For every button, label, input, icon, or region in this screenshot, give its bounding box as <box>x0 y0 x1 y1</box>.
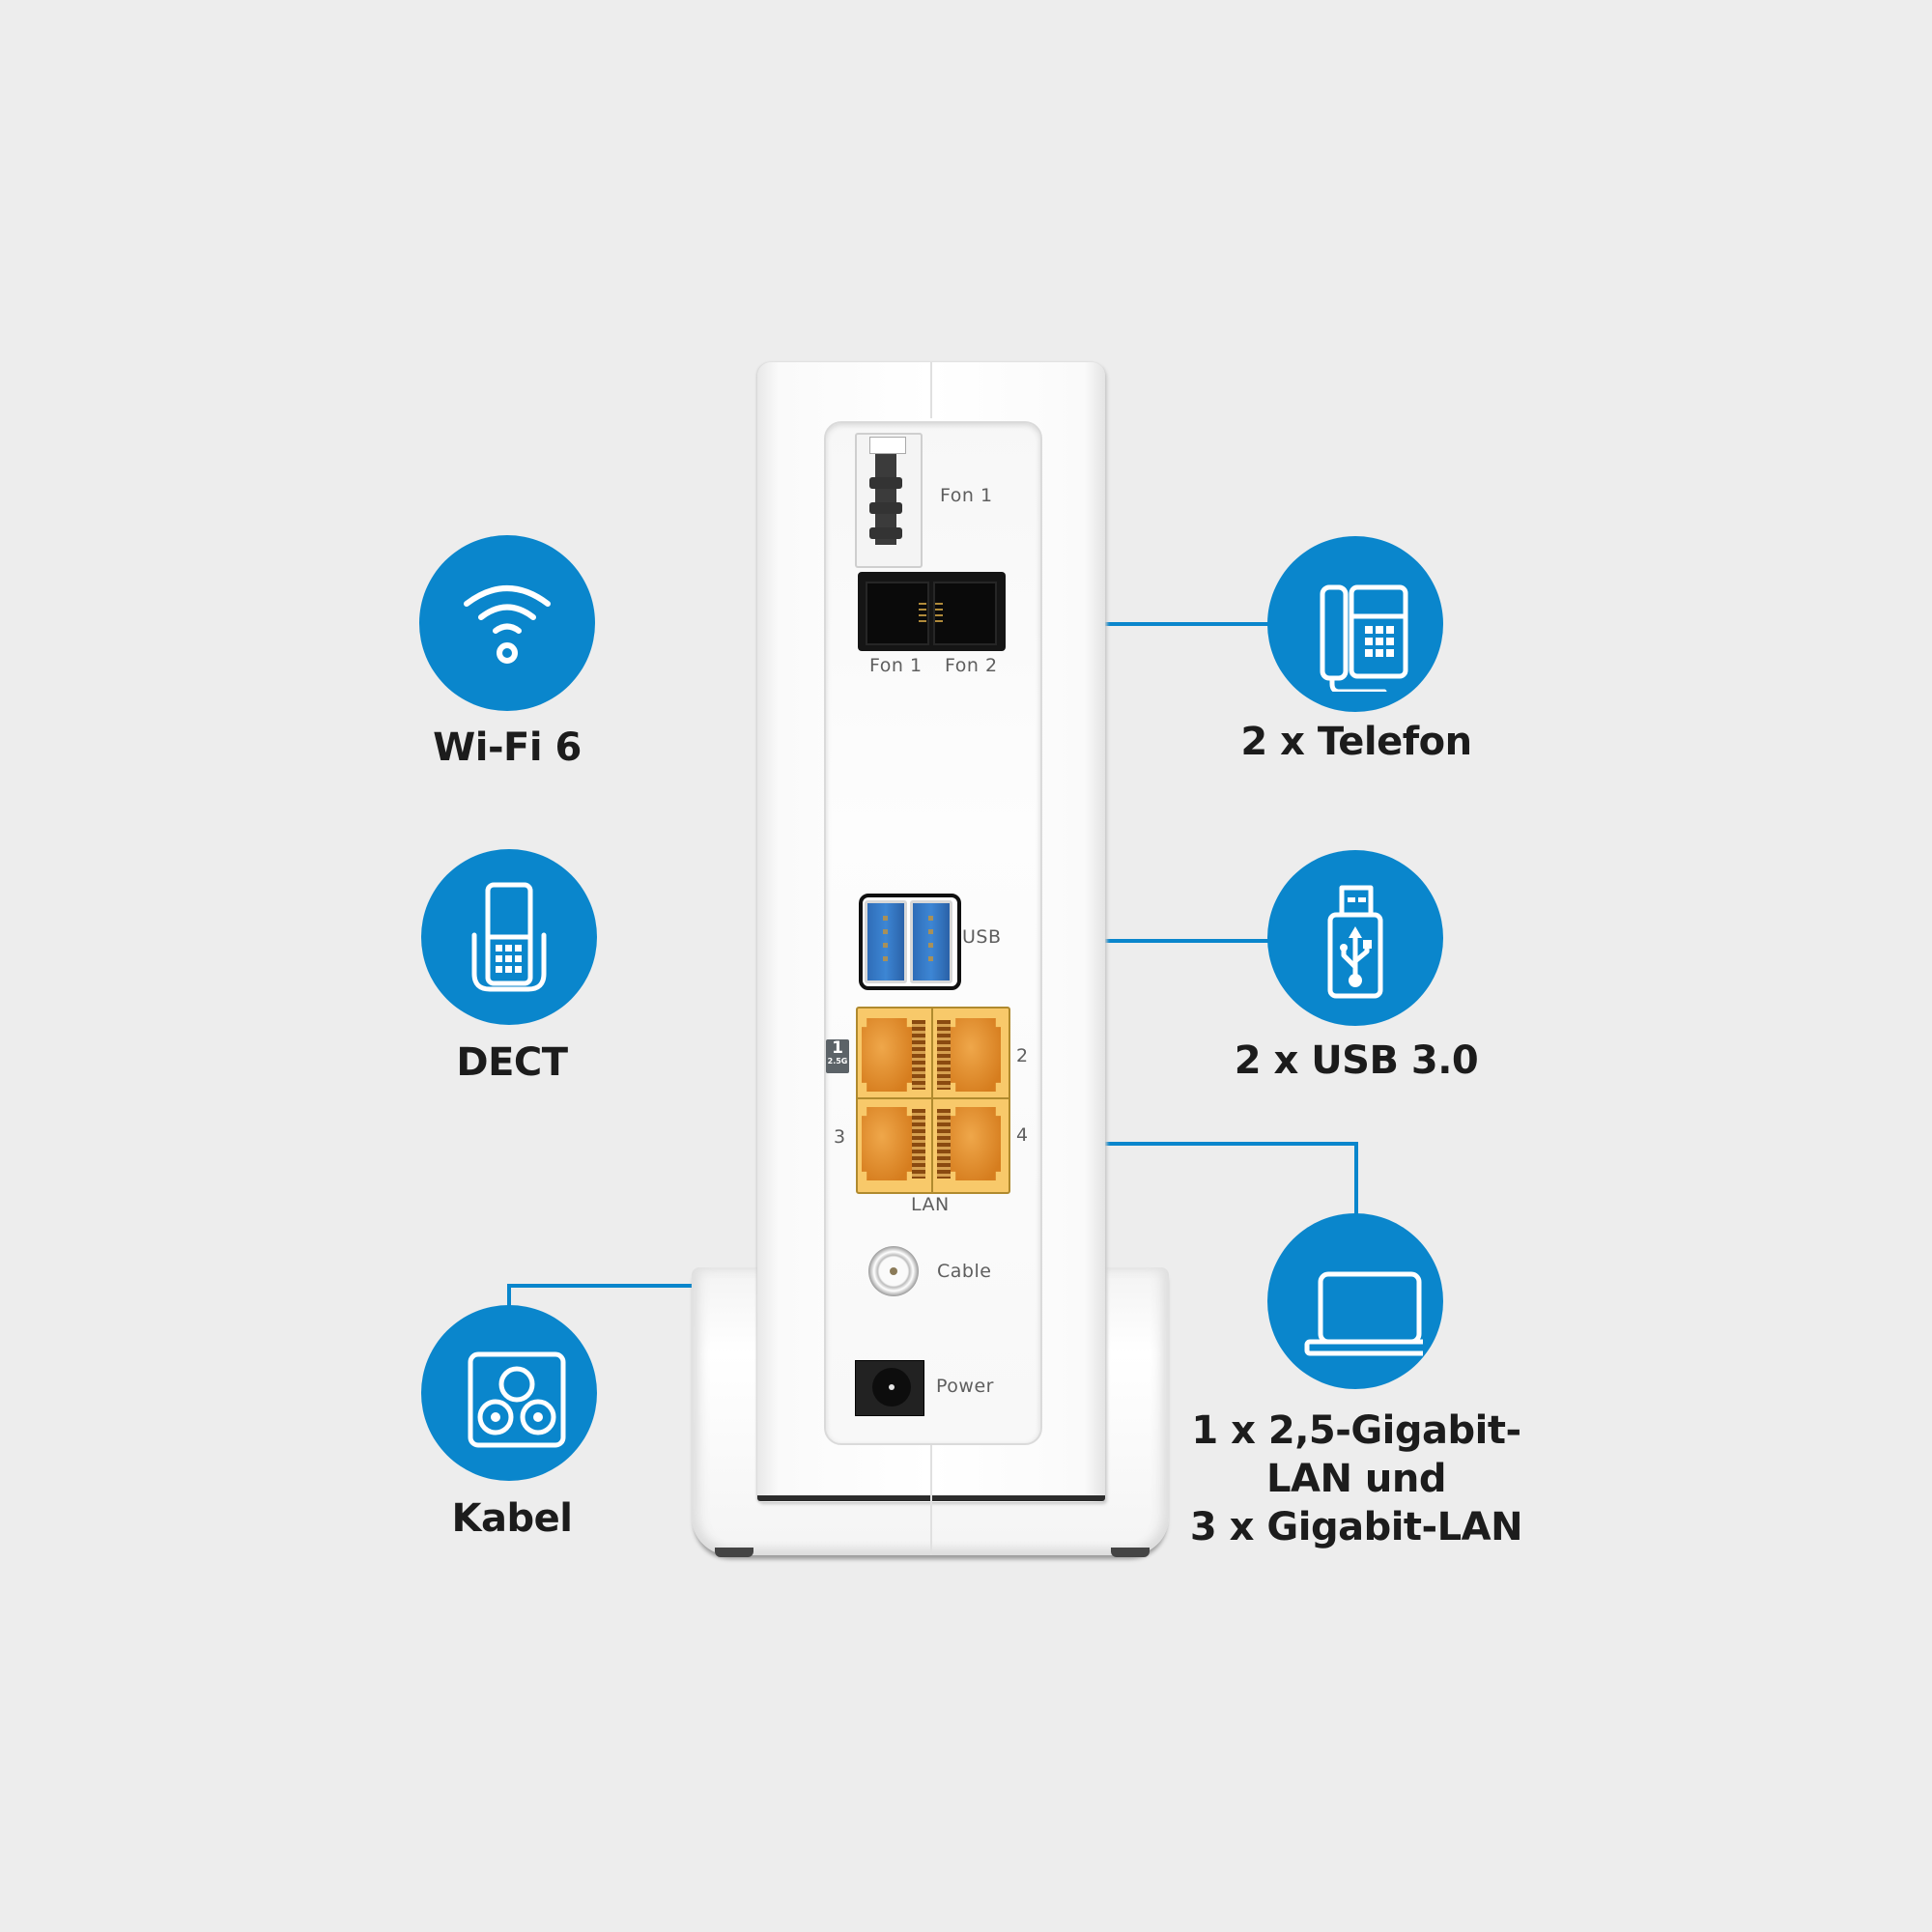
lan3-number: 3 <box>834 1126 846 1148</box>
badge-speed: 2.5G <box>827 1057 848 1065</box>
kabel-label: Kabel <box>451 1496 573 1541</box>
cable-label: Cable <box>937 1261 992 1282</box>
lan-label: LAN <box>911 1194 950 1215</box>
lan-connector-line-vertical <box>1354 1142 1358 1215</box>
lan-pins <box>937 1020 951 1090</box>
usb-circle <box>1267 850 1443 1026</box>
rj11-pin <box>919 609 926 611</box>
top-seam <box>930 362 932 418</box>
kabel-connector-line-vertical <box>507 1284 511 1307</box>
tae-socket-top <box>869 437 906 454</box>
dect-label: DECT <box>456 1040 568 1085</box>
rj11-pin <box>935 620 943 622</box>
dect-handset-icon <box>471 882 547 992</box>
rj11-fon2-port[interactable] <box>933 582 997 645</box>
tae-socket-nub <box>869 477 902 489</box>
lan-label-line-1: 1 x 2,5-Gigabit- <box>1191 1408 1521 1453</box>
rj11-fon2-label: Fon 2 <box>945 655 998 676</box>
rj11-phone-ports <box>858 572 1006 651</box>
lan-port-3[interactable] <box>860 1101 931 1186</box>
lan-socket <box>951 1107 1001 1180</box>
lan-port-2[interactable] <box>933 1012 1005 1097</box>
tae-socket-slot <box>875 454 896 545</box>
usb-label-feature: 2 x USB 3.0 <box>1234 1038 1479 1083</box>
lan-socket <box>951 1018 1001 1092</box>
bottom-seam <box>930 1443 932 1555</box>
usb-contact <box>883 943 888 948</box>
usb-contact <box>883 916 888 921</box>
telefon-label: 2 x Telefon <box>1240 720 1472 764</box>
power-label: Power <box>936 1376 994 1397</box>
usb-contact <box>928 916 933 921</box>
rj11-pin <box>919 620 926 622</box>
lan-socket <box>862 1018 912 1092</box>
rj11-fon1-label: Fon 1 <box>869 655 923 676</box>
lan2-number: 2 <box>1016 1045 1029 1066</box>
laptop-icon <box>1304 1271 1423 1356</box>
rj11-fon1-port[interactable] <box>866 582 929 645</box>
tae-socket-nub <box>869 527 902 539</box>
lan-port-block <box>856 1007 1010 1194</box>
lan-pins <box>912 1020 925 1090</box>
lan-divider-vertical <box>931 1009 933 1192</box>
usb-connector-line <box>1105 939 1269 943</box>
rj11-pin <box>919 614 926 616</box>
usb-contact <box>928 943 933 948</box>
telefon-circle <box>1267 536 1443 712</box>
stand-foot-left <box>715 1548 753 1557</box>
wifi-icon <box>464 585 551 664</box>
usb-stick-icon <box>1327 885 1383 999</box>
usb-port-1[interactable] <box>865 900 907 983</box>
rj11-pin <box>935 614 943 616</box>
lan4-number: 4 <box>1016 1124 1029 1146</box>
lan-port-1[interactable] <box>860 1012 931 1097</box>
badge-port-number: 1 <box>832 1038 843 1058</box>
lan-label-line-2: LAN und <box>1266 1457 1446 1501</box>
power-pin <box>889 1384 895 1390</box>
rj11-pin <box>919 603 926 605</box>
lan-pins <box>937 1109 951 1179</box>
dect-circle <box>421 849 597 1025</box>
kabel-connector-line-horizontal <box>507 1284 715 1288</box>
kabel-circle <box>421 1305 597 1481</box>
lan-connector-line-horizontal <box>1105 1142 1358 1146</box>
usb-contact <box>883 929 888 934</box>
lan-pins <box>912 1109 925 1179</box>
rj11-pin <box>935 603 943 605</box>
lan-circle <box>1267 1213 1443 1389</box>
lan-port-4[interactable] <box>933 1101 1005 1186</box>
rj11-pin <box>935 609 943 611</box>
stand-foot-right <box>1111 1548 1150 1557</box>
wifi-label: Wi-Fi 6 <box>433 725 582 770</box>
wifi-circle <box>419 535 595 711</box>
telefon-connector-line <box>1105 622 1269 626</box>
lan1-2-5g-badge: 1 2.5G <box>826 1039 849 1073</box>
usb-label: USB <box>962 926 1002 948</box>
lan-socket <box>862 1107 912 1180</box>
usb-contact <box>928 956 933 961</box>
coax-socket-icon <box>468 1351 566 1448</box>
coax-center-pin <box>890 1267 897 1275</box>
fon1-tae-label: Fon 1 <box>940 485 993 506</box>
lan-label-line-3: 3 x Gigabit-LAN <box>1189 1505 1523 1549</box>
lan-label-feature: 1 x 2,5-Gigabit- LAN und 3 x Gigabit-LAN <box>1179 1406 1534 1551</box>
usb-contact <box>928 929 933 934</box>
tae-socket-nub <box>869 502 902 514</box>
usb-port-2[interactable] <box>910 900 952 983</box>
desk-phone-icon <box>1320 584 1408 692</box>
usb-contact <box>883 956 888 961</box>
lan-divider-horizontal <box>858 1097 1009 1099</box>
